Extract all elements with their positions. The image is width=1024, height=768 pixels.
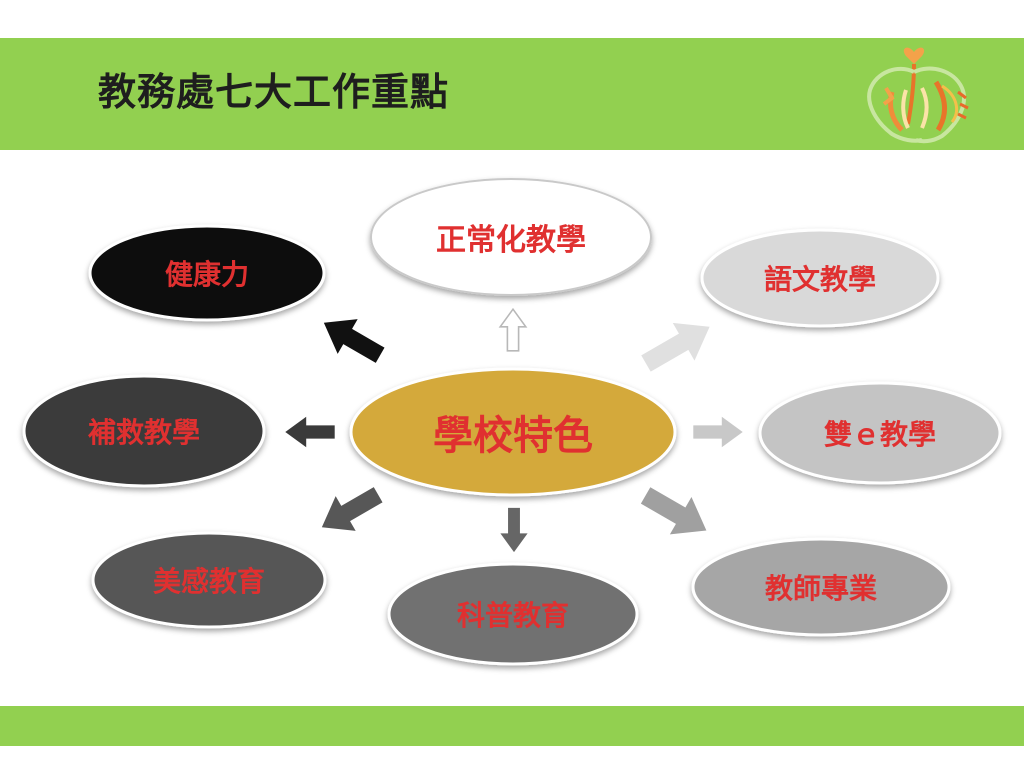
ellipse-normal-teaching [370, 178, 652, 296]
ellipse-health [88, 224, 326, 322]
header-band [0, 38, 1024, 150]
school-logo-icon [867, 47, 969, 144]
ellipse-aesthetic [91, 531, 327, 629]
arrow-right [693, 416, 743, 448]
center-label: 學校特色 [433, 413, 593, 459]
node-language-label: 語文教學 [763, 263, 876, 296]
arrow-up-right [633, 305, 723, 385]
ellipse-language [700, 228, 940, 328]
ellipse-teacher-pro [691, 537, 951, 637]
node-e-learning-label: 雙ｅ教學 [823, 418, 936, 451]
node-remedial-label: 補救教學 [87, 416, 200, 449]
arrow-up [499, 308, 527, 352]
node-teacher-pro-label: 教師專業 [764, 572, 877, 605]
node-health-label: 健康力 [164, 258, 249, 291]
node-science-label: 科普教育 [456, 599, 569, 632]
ellipse-science [387, 562, 639, 666]
node-aesthetic-label: 美感教育 [152, 565, 265, 598]
arrow-down-right [634, 476, 718, 550]
arrow-down-left [311, 477, 389, 545]
arrow-down [500, 507, 528, 553]
node-normal-teaching-label: 正常化教學 [436, 223, 586, 258]
ellipse-e-learning [758, 381, 1002, 485]
footer-band [0, 706, 1024, 746]
ellipse-remedial [22, 374, 266, 488]
arrow-up-left [313, 305, 391, 373]
slide-title: 教務處七大工作重點 [98, 70, 450, 114]
arrow-left [285, 416, 335, 448]
ellipse-center [349, 367, 677, 497]
